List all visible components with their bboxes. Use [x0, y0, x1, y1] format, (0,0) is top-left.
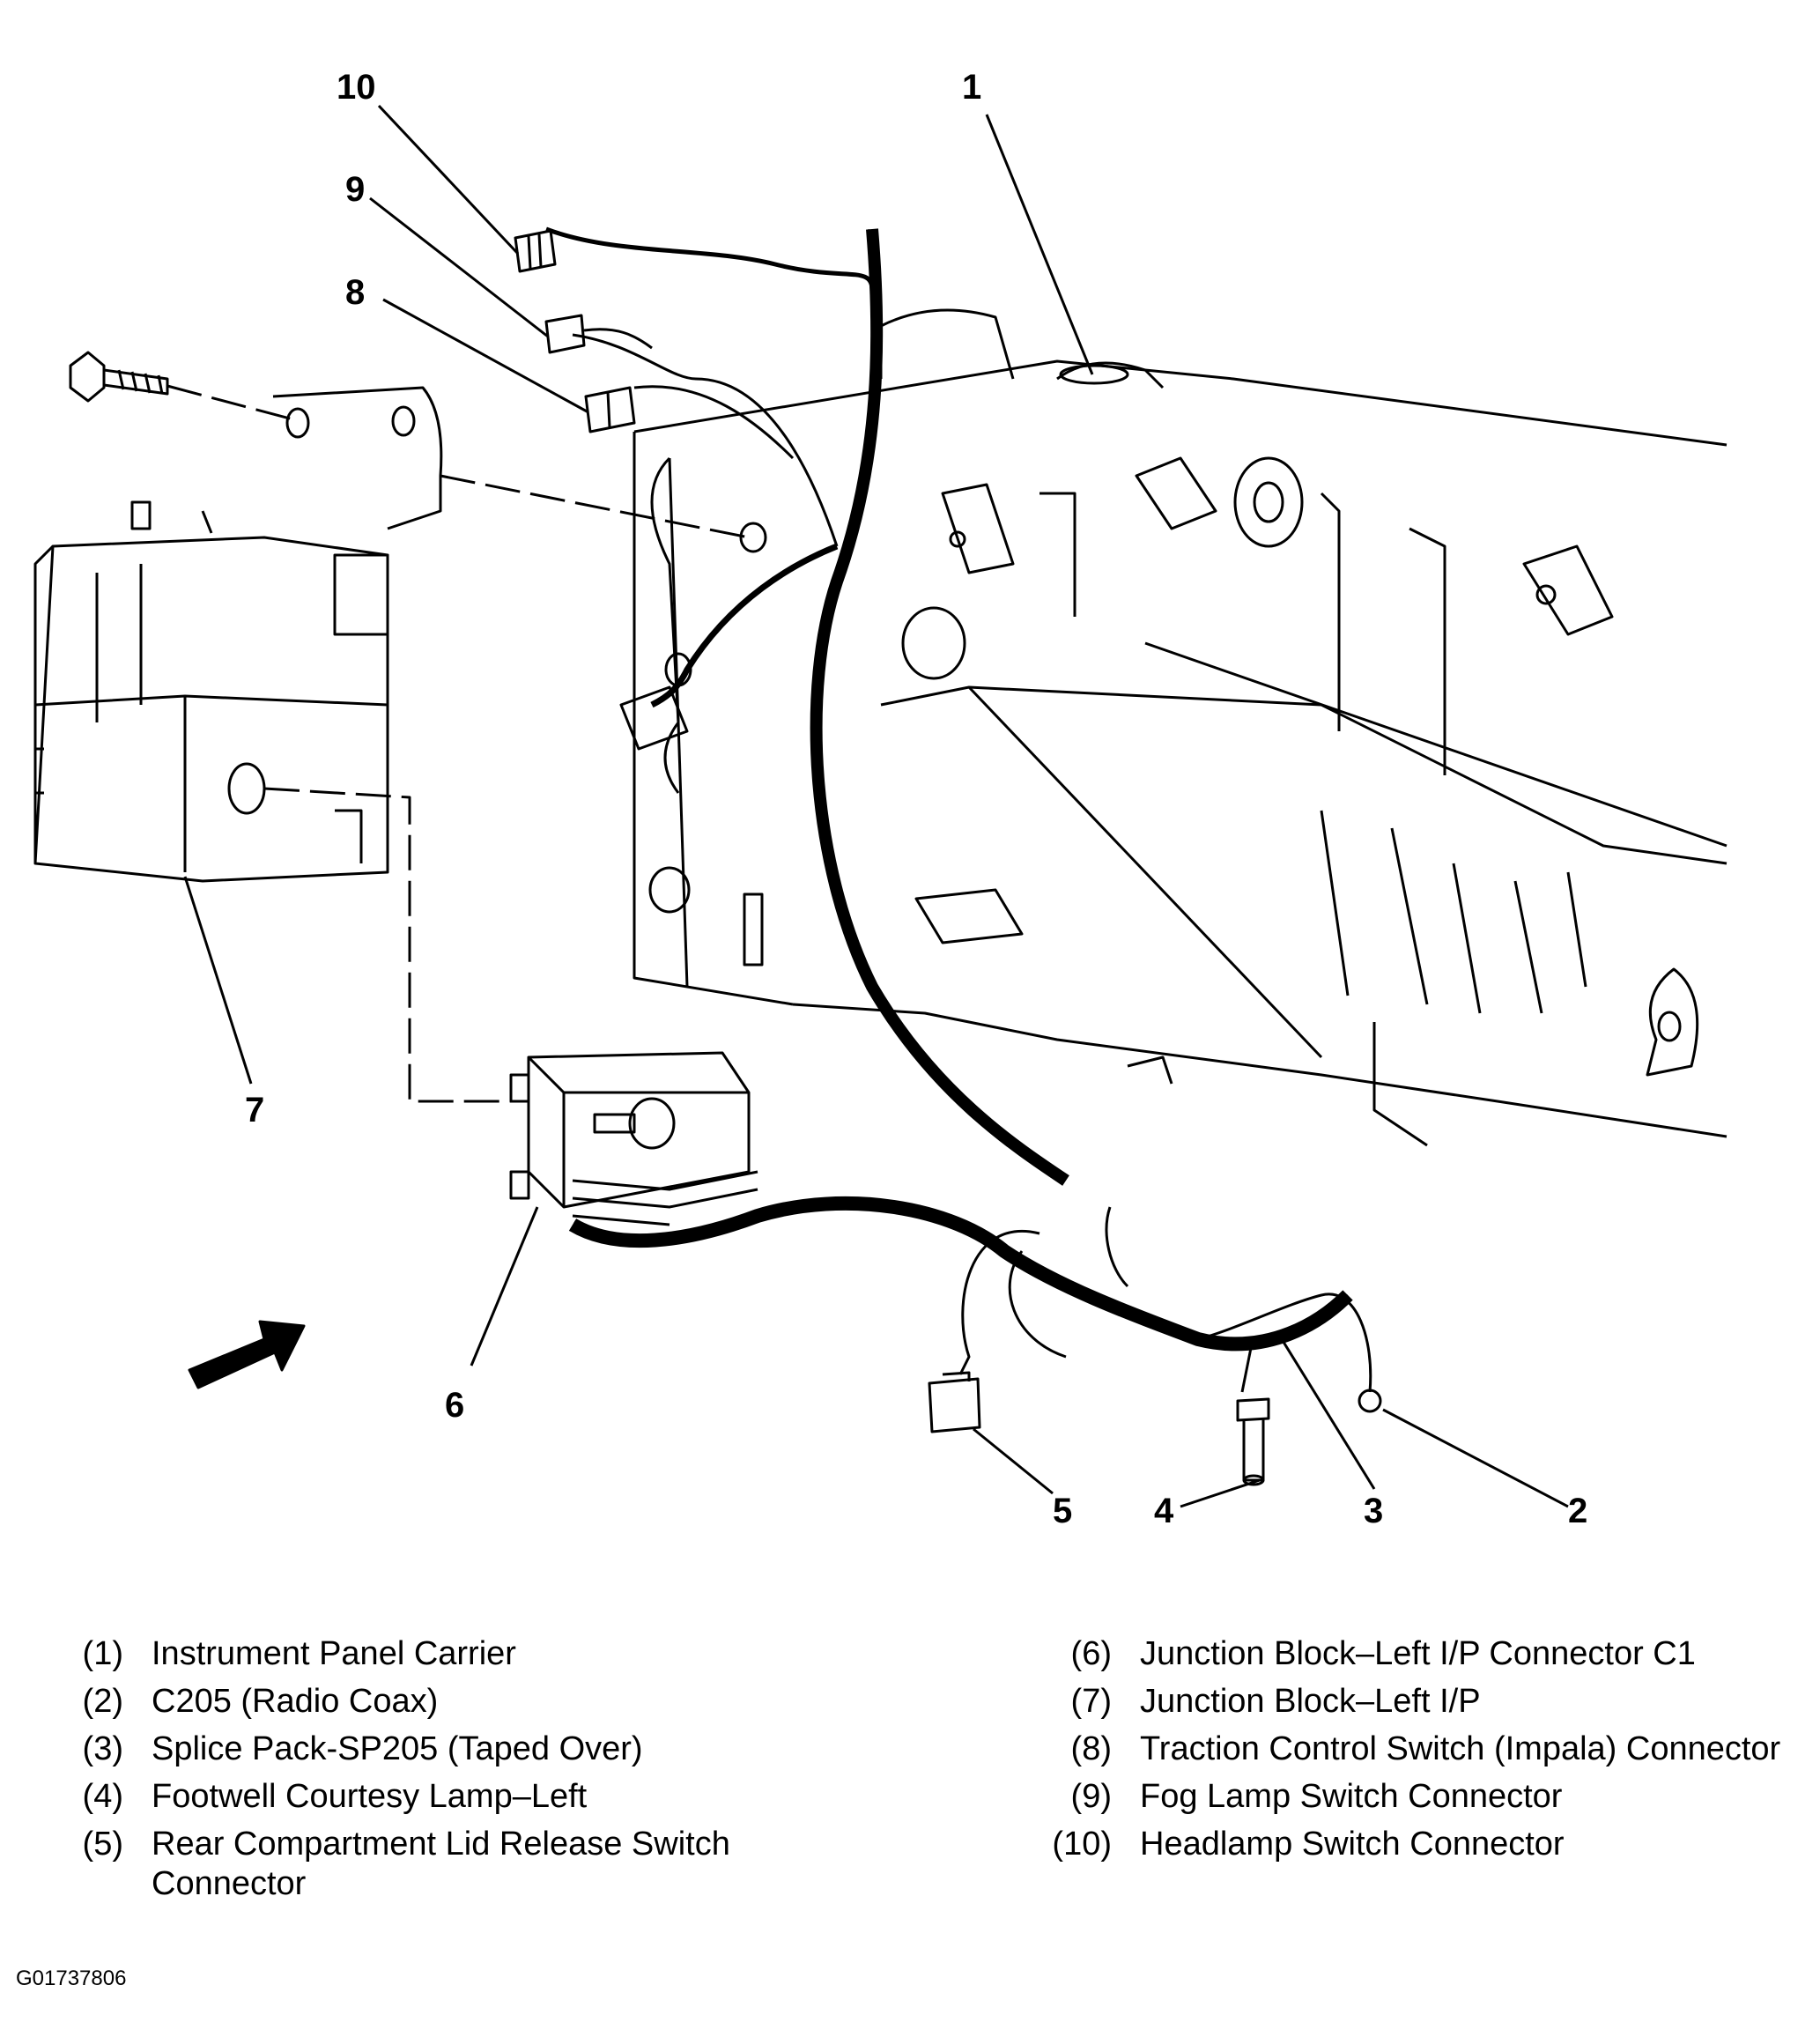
junction-block-connector-c1 [509, 1051, 751, 1209]
legend-item: (8) Traction Control Switch (Impala) Con… [1004, 1729, 1820, 1769]
legend-item: (2) C205 (Radio Coax) [48, 1682, 947, 1722]
callout-9: 9 [345, 170, 365, 209]
legend-label: Rear Compartment Lid Release Switch Conn… [152, 1826, 730, 1902]
leader-lines [183, 104, 1569, 1508]
legend-label: Splice Pack-SP205 (Taped Over) [152, 1730, 643, 1767]
callout-2: 2 [1568, 1492, 1587, 1530]
legend-label: Junction Block–Left I/P Connector C1 [1140, 1635, 1696, 1672]
legend-number: (7) [1070, 1683, 1112, 1720]
callout-1: 1 [962, 68, 981, 107]
callout-3: 3 [1364, 1492, 1383, 1530]
c205-radio-coax [1358, 1389, 1382, 1413]
callout-6: 6 [445, 1386, 464, 1425]
legend-label: Footwell Courtesy Lamp–Left [152, 1778, 588, 1815]
legend-item: (3) Splice Pack-SP205 (Taped Over) [48, 1729, 947, 1769]
legend-item: (6) Junction Block–Left I/P Connector C1 [1004, 1634, 1820, 1674]
legend-number: (3) [82, 1730, 123, 1767]
callout-5: 5 [1053, 1492, 1072, 1530]
legend-column-left: (1) Instrument Panel Carrier (2) C205 (R… [48, 1634, 947, 1912]
legend-number: (6) [1070, 1635, 1112, 1672]
legend-number: (10) [1052, 1826, 1112, 1863]
instrument-panel-carrier [633, 308, 1728, 1147]
legend-label: Junction Block–Left I/P [1140, 1683, 1481, 1720]
legend-item: (1) Instrument Panel Carrier [48, 1634, 947, 1674]
mounting-bolt [69, 351, 169, 403]
legend-label: Instrument Panel Carrier [152, 1635, 516, 1672]
fog-lamp-switch-connector [544, 314, 653, 354]
legend-number: (9) [1070, 1778, 1112, 1815]
legend-column-right: (6) Junction Block–Left I/P Connector C1… [1004, 1634, 1820, 1872]
footwell-courtesy-lamp [1236, 1397, 1270, 1486]
legend-item: (9) Fog Lamp Switch Connector [1004, 1777, 1820, 1817]
junction-block-left-ip [33, 386, 443, 883]
legend-item: (10) Headlamp Switch Connector [1004, 1825, 1820, 1864]
legend: (1) Instrument Panel Carrier (2) C205 (R… [48, 1634, 1802, 1934]
legend-label: C205 (Radio Coax) [152, 1683, 439, 1720]
harness-connector [619, 685, 689, 751]
wiring-harness [545, 226, 1372, 1393]
headlamp-switch-connector [514, 229, 557, 273]
figure-id: G01737806 [16, 1966, 127, 1990]
traction-control-switch-connector [584, 386, 636, 433]
callout-7: 7 [245, 1091, 264, 1130]
legend-item: (5) Rear Compartment Lid Release Switch … [48, 1825, 947, 1904]
legend-number: (2) [82, 1683, 123, 1720]
callout-10: 10 [337, 68, 376, 107]
wiring-diagram: 1 2 3 4 5 6 7 8 9 10 [33, 68, 1728, 1530]
legend-label: Traction Control Switch (Impala) Connect… [1140, 1730, 1781, 1767]
legend-number: (8) [1070, 1730, 1112, 1767]
legend-number: (1) [82, 1635, 123, 1672]
legend-item: (4) Footwell Courtesy Lamp–Left [48, 1777, 947, 1817]
legend-label: Fog Lamp Switch Connector [1140, 1778, 1563, 1815]
view-arrow [188, 1320, 306, 1389]
rear-compartment-lid-release-switch-connector [928, 1371, 981, 1433]
legend-label: Headlamp Switch Connector [1140, 1826, 1565, 1863]
callout-4: 4 [1154, 1492, 1174, 1530]
legend-number: (4) [82, 1778, 123, 1815]
callout-8: 8 [345, 273, 365, 312]
legend-item: (7) Junction Block–Left I/P [1004, 1682, 1820, 1722]
alignment-lines [166, 384, 750, 1103]
legend-number: (5) [82, 1826, 123, 1863]
